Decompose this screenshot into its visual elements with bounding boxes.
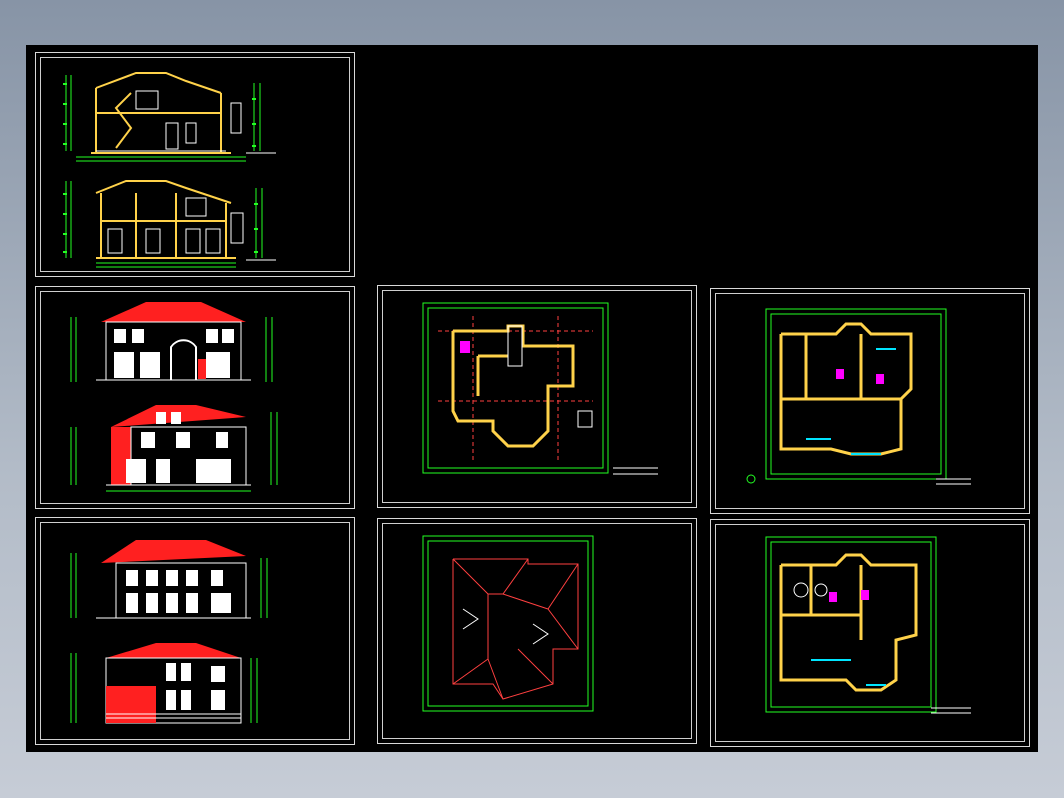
roof-plan xyxy=(422,535,594,712)
sheet-sections[interactable] xyxy=(35,52,355,277)
floor-plan-first xyxy=(765,536,971,714)
sheet-plan-ground[interactable] xyxy=(377,285,697,508)
floor-plan-ground xyxy=(422,302,658,475)
model-space-canvas[interactable] xyxy=(26,45,1038,752)
sheet-elevations-side[interactable] xyxy=(35,517,355,745)
sheet-elevations-front[interactable] xyxy=(35,286,355,509)
sheet-plan-first[interactable] xyxy=(710,519,1030,747)
sheet-plan-upper[interactable] xyxy=(710,288,1030,514)
elevation-drawings-front xyxy=(70,302,278,492)
section-drawings xyxy=(63,72,276,268)
elevation-drawings-side xyxy=(70,540,268,724)
floor-plan-upper xyxy=(746,308,971,485)
sheet-plan-roof[interactable] xyxy=(377,518,697,744)
